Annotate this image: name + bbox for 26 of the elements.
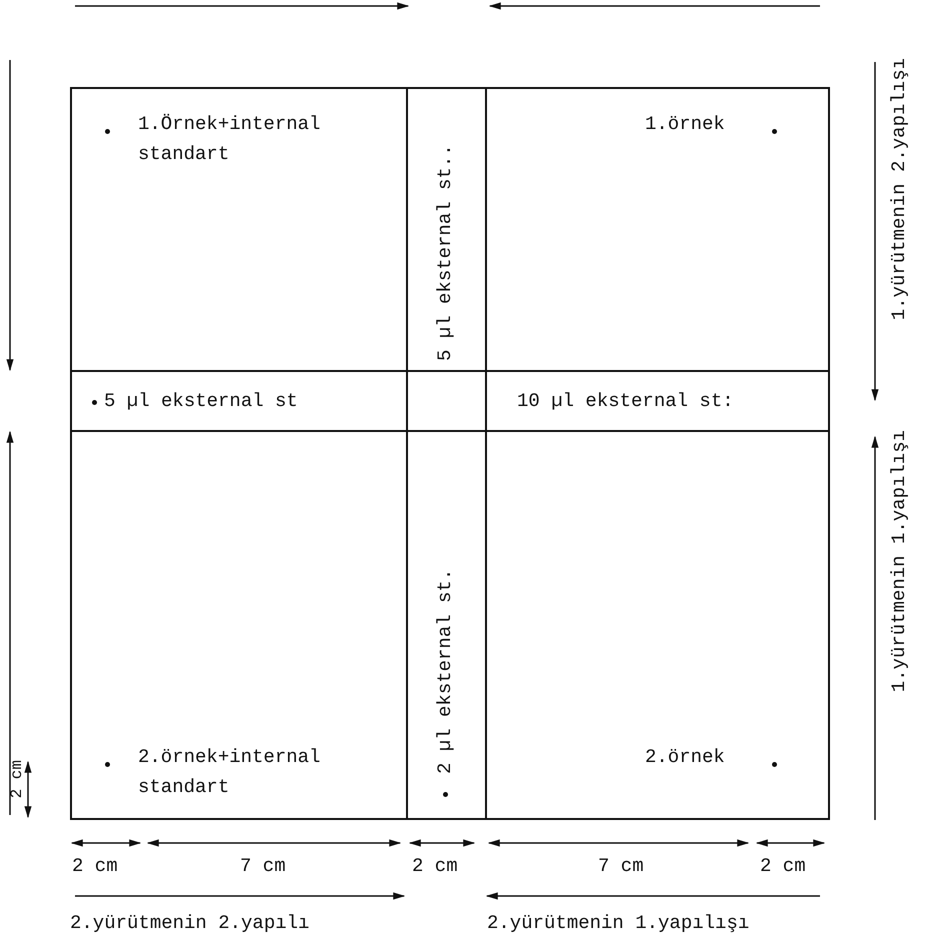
plate-section — [485, 370, 830, 432]
dimension-label: 7 cm — [240, 855, 286, 877]
plate-section — [485, 87, 830, 372]
section-label: 5 µl eksternal st — [104, 389, 298, 414]
section-label: 1.Örnek+internal standart — [138, 112, 322, 167]
dimension-label: 2 cm — [72, 855, 118, 877]
plate-section — [406, 430, 487, 820]
plate-section — [406, 87, 487, 372]
direction-label: 1.yürütmenin 1.yapılışı — [888, 430, 910, 692]
section-label: 1.örnek — [645, 112, 725, 137]
dimension-label: 7 cm — [598, 855, 644, 877]
section-label: 2.örnek+internal standart — [138, 745, 322, 800]
section-label: 5 µl eksternal st.. — [433, 143, 457, 361]
section-label: 2 µl eksternal st. — [433, 568, 457, 774]
direction-label: 2.yürütmenin 2.yapılı — [70, 912, 310, 934]
section-label: 2.örnek — [645, 745, 725, 770]
dimension-label: 2 cm — [412, 855, 458, 877]
dimension-label: 2 cm — [8, 760, 26, 798]
direction-label: 2.yürütmenin 1.yapılışı — [487, 912, 750, 934]
plate-section — [70, 370, 408, 432]
direction-label: 1.yürütmenin 2.yapılışı — [888, 58, 910, 320]
plate-section — [485, 430, 830, 820]
section-label: 10 µl eksternal st: — [517, 389, 734, 414]
dimension-label: 2 cm — [760, 855, 806, 877]
plate-section — [70, 87, 408, 372]
plate-section — [70, 430, 408, 820]
